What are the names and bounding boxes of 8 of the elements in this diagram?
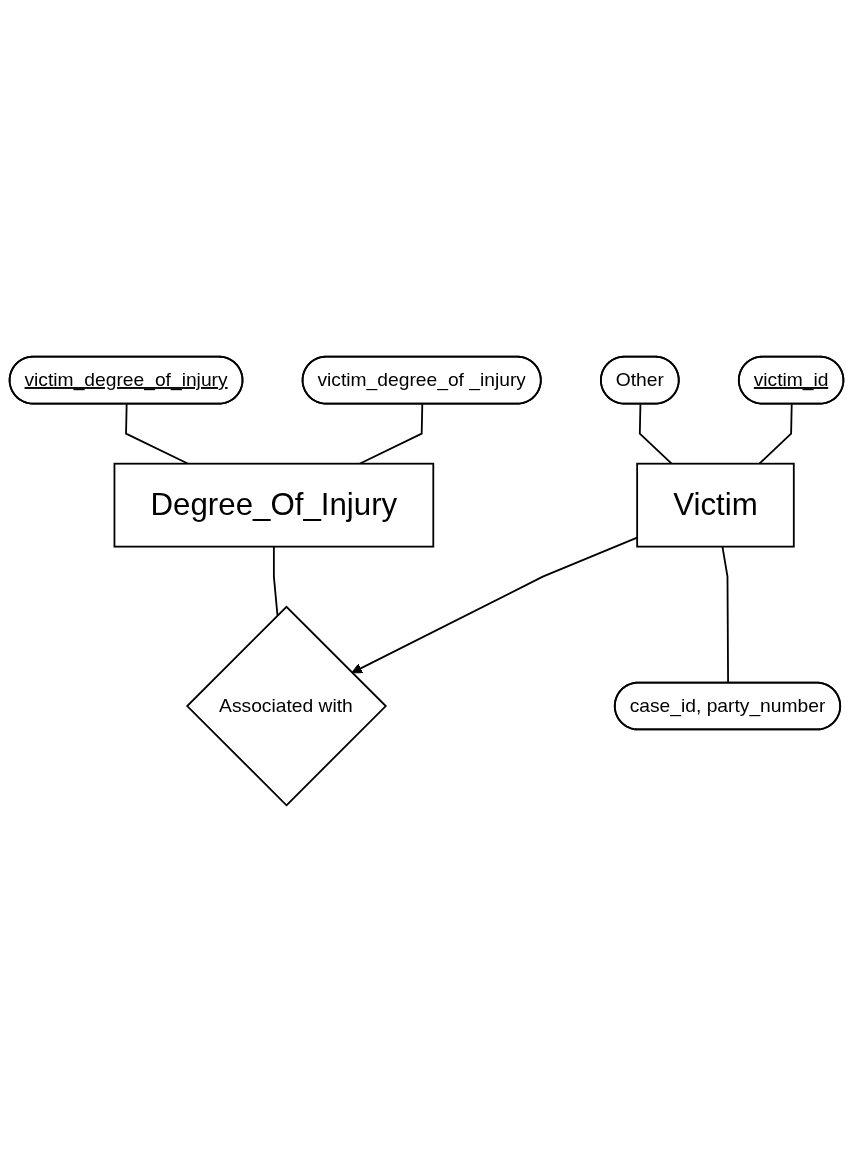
connector (125, 403, 190, 465)
node-box: Degree_Of_Injury (113, 462, 435, 548)
node-diamond: Associated with (185, 605, 388, 807)
connector (358, 403, 424, 465)
connector (758, 403, 793, 465)
connector (272, 545, 279, 617)
node-box: Victim (636, 462, 795, 548)
connector (638, 403, 673, 465)
